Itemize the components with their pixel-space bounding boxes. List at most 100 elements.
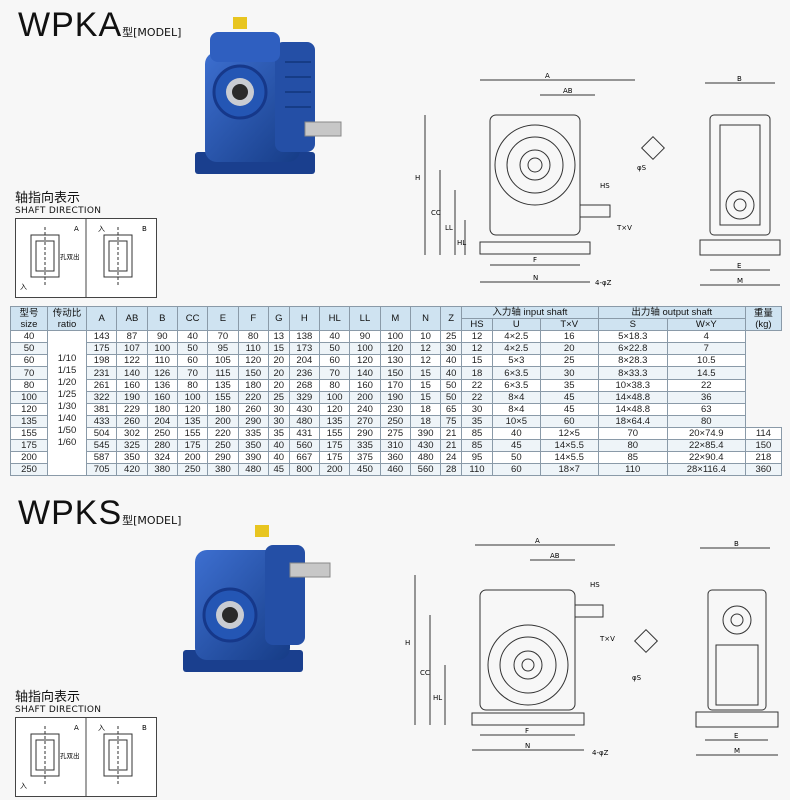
cell-size: 200 (10, 451, 48, 465)
table-cell: 115 (207, 366, 239, 380)
dim2-label-m: M (734, 747, 740, 755)
wpka-title: WPKA型[MODEL] (18, 6, 181, 45)
wpks-model-suffix: 型[MODEL] (122, 514, 182, 527)
table-cell: 18 (409, 414, 442, 428)
table-cell: 480 (237, 463, 269, 477)
dim2-label-txv: T×V (599, 635, 615, 643)
table-cell: 14×5.5 (539, 439, 599, 453)
table-cell: 250 (146, 426, 178, 441)
table-cell: 80 (176, 378, 209, 392)
table-cell: 236 (288, 366, 321, 380)
table-cell: 28×116.4 (666, 463, 746, 477)
th-col: B (146, 305, 178, 332)
dim-label-ll: LL (445, 224, 453, 232)
table-cell: 130 (379, 354, 411, 368)
table-cell: 261 (85, 378, 118, 392)
table-cell: 390 (237, 451, 269, 465)
table-cell: 14.5 (666, 366, 746, 380)
table-cell: 35 (461, 414, 493, 428)
wpks-shaft-direction-diagram: A 入 B 入 孔双出 (15, 717, 157, 797)
table-cell: 6×3.5 (491, 366, 541, 380)
table-cell: 138 (288, 330, 321, 344)
ratio-value: 1/50 (57, 425, 77, 437)
table-cell: 90 (146, 330, 178, 344)
th-col: M (379, 305, 411, 332)
table-cell: 45 (491, 439, 541, 453)
table-cell: 122 (116, 354, 148, 368)
cell-size: 250 (10, 463, 48, 477)
table-cell: 10.5 (666, 354, 746, 368)
table-cell: 160 (349, 378, 381, 392)
wpks-shaft-direction-title: 轴指向表示 SHAFT DIRECTION (15, 686, 101, 715)
table-cell: 198 (85, 354, 118, 368)
table-cell: 15 (461, 354, 493, 368)
table-cell: 110 (146, 354, 178, 368)
th-col: G (267, 305, 290, 332)
th-col: HL (318, 305, 351, 332)
table-cell: 95 (461, 451, 493, 465)
wpka-shaft-direction-cn: 轴指向表示 (15, 191, 81, 206)
dim2-label-n: N (525, 742, 530, 750)
table-cell: 15 (267, 342, 290, 356)
wpka-gearbox-photo (185, 12, 345, 187)
cell-size: 70 (10, 366, 48, 380)
th-col: Z (440, 305, 463, 332)
dim-label-h: H (415, 174, 420, 182)
table-cell: 800 (288, 463, 321, 477)
th-sub: U (491, 318, 541, 332)
dim-label-cc: CC (431, 209, 441, 217)
dim-label-m: M (737, 277, 743, 285)
table-cell: 20×74.9 (666, 426, 746, 441)
cell-size: 80 (10, 378, 48, 392)
dim-label-f: F (533, 256, 537, 264)
sd-label-in-1: 入 (20, 283, 27, 291)
wpka-front-drawing: A AB H CC LL HL F N 4-φZ HS T×V φS (405, 70, 665, 295)
table-cell: 35 (539, 378, 599, 392)
th-ratio-cn: 传动比 (52, 307, 82, 319)
table-cell: 10×5 (491, 414, 541, 428)
cell-size: 60 (10, 354, 48, 368)
cell-size: 155 (10, 426, 48, 441)
table-cell: 40 (267, 451, 290, 465)
wpka-model-suffix: 型[MODEL] (122, 26, 182, 39)
ratio-value: 1/60 (57, 437, 77, 449)
table-cell: 229 (116, 402, 148, 416)
table-cell: 40 (440, 354, 463, 368)
table-cell: 250 (379, 414, 411, 428)
table-cell: 143 (85, 330, 118, 344)
table-cell: 21 (440, 439, 463, 453)
ratio-value: 1/15 (57, 365, 77, 377)
th-size-cn: 型号 (19, 307, 39, 319)
dim-label-txv: T×V (616, 224, 632, 232)
table-cell: 190 (116, 390, 148, 404)
table-cell: 155 (318, 426, 351, 441)
table-cell: 70 (318, 366, 351, 380)
table-cell: 380 (207, 463, 239, 477)
table-cell: 15 (409, 366, 442, 380)
table-cell: 65 (440, 402, 463, 416)
table-cell: 110 (237, 342, 269, 356)
table-cell: 360 (379, 451, 411, 465)
table-cell: 8×4 (491, 402, 541, 416)
table-cell: 200 (207, 414, 239, 428)
table-cell: 18×64.4 (597, 414, 668, 428)
table-cell: 30 (267, 402, 290, 416)
table-cell: 45 (539, 390, 599, 404)
wpks-side-drawing: B E M (690, 540, 785, 765)
table-cell: 22×90.4 (666, 451, 746, 465)
table-cell: 30 (440, 342, 463, 356)
table-cell: 18 (409, 402, 442, 416)
table-cell: 250 (207, 439, 239, 453)
dim-label-hs: HS (600, 182, 610, 190)
table-cell: 290 (237, 414, 269, 428)
table-cell: 136 (146, 378, 178, 392)
th-col: A (85, 305, 118, 332)
cell-size: 175 (10, 439, 48, 453)
table-cell: 150 (744, 439, 783, 453)
table-cell: 15 (409, 390, 442, 404)
table-cell: 200 (349, 390, 381, 404)
